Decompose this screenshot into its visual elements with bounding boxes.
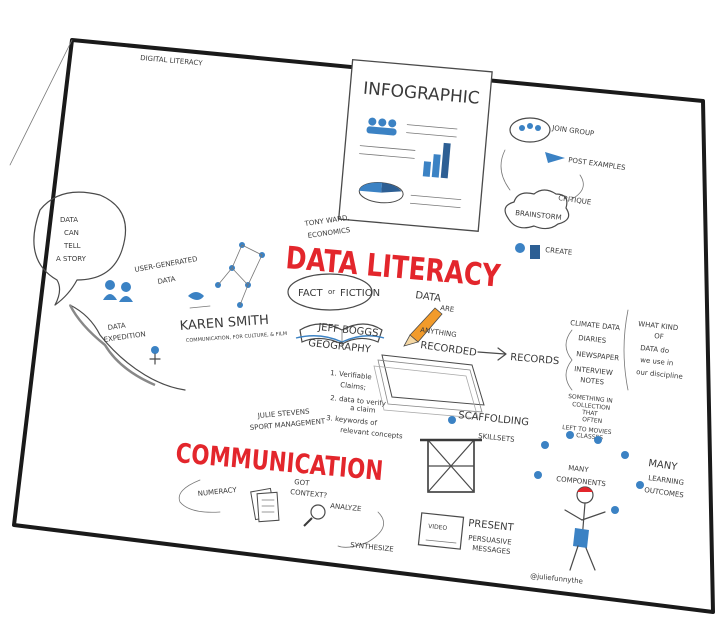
collection-4: OFTEN bbox=[582, 416, 603, 425]
bird-icon bbox=[188, 292, 211, 309]
network-icon bbox=[215, 242, 265, 308]
collection-2: COLLECTION bbox=[572, 401, 611, 412]
pie-chart-icon bbox=[358, 182, 404, 204]
got-context-2: CONTEXT? bbox=[290, 488, 328, 500]
data-recorded-1: DATA bbox=[415, 290, 442, 305]
fact-fiction-bubble: FACT or FICTION bbox=[287, 273, 380, 311]
arrow-to-records bbox=[477, 347, 507, 361]
data-recorded-2: ARE bbox=[440, 304, 455, 314]
records-label: RECORDS bbox=[510, 352, 560, 367]
analyze-loop bbox=[337, 511, 385, 548]
got-context-1: GOT bbox=[294, 478, 311, 488]
bar-chart-icon bbox=[422, 142, 451, 179]
user-generated-line-2: DATA bbox=[157, 275, 176, 286]
question-bracket bbox=[623, 309, 629, 391]
question-4: we use in bbox=[640, 356, 674, 367]
story-line-4: A STORY bbox=[56, 255, 87, 263]
book-icon bbox=[295, 323, 385, 345]
records-brace bbox=[565, 329, 573, 391]
video-icon: VIDEO bbox=[417, 512, 465, 550]
numeracy-loop bbox=[178, 479, 221, 513]
story-bubble: DATA CAN TELL A STORY bbox=[33, 191, 127, 306]
story-line-3: TELL bbox=[63, 242, 81, 250]
scaffold-tower-icon bbox=[420, 416, 482, 493]
infographic-sheet: INFOGRAPHIC bbox=[338, 58, 493, 232]
claim-1b: Claims; bbox=[340, 381, 367, 392]
pencil-icon bbox=[403, 307, 443, 347]
papers-icon bbox=[373, 354, 485, 419]
magnifier-icon bbox=[303, 504, 326, 527]
group-icon bbox=[519, 123, 541, 131]
story-line-2: CAN bbox=[64, 229, 79, 237]
claim-2b: a claim bbox=[350, 404, 376, 415]
record-item-5: NOTES bbox=[580, 376, 605, 387]
components-line-1: MANY bbox=[568, 464, 590, 474]
expedition-line-1: DATA bbox=[107, 322, 126, 332]
juggler-figure bbox=[534, 431, 644, 571]
mountain-icon bbox=[68, 304, 186, 391]
or-label: or bbox=[328, 288, 335, 296]
outcomes-line-1: MANY bbox=[648, 458, 679, 473]
people-icon bbox=[366, 117, 397, 136]
users-icon bbox=[103, 280, 133, 302]
present-label: PRESENT bbox=[468, 518, 515, 534]
fact-label: FACT bbox=[298, 288, 323, 299]
skillsets-label: SKILLSETS bbox=[478, 432, 516, 444]
video-label: VIDEO bbox=[428, 523, 448, 532]
fiction-label: FICTION bbox=[340, 288, 380, 299]
create-icon bbox=[515, 243, 540, 259]
documents-icon bbox=[250, 487, 280, 523]
record-item-2: DIARIES bbox=[578, 334, 607, 345]
karen-smith-name: KAREN SMITH bbox=[179, 313, 269, 334]
collection-6: CLASSES bbox=[576, 432, 604, 442]
question-3: DATA do bbox=[640, 344, 670, 355]
send-arrow-icon bbox=[545, 152, 565, 163]
cloud-icon bbox=[504, 189, 570, 230]
question-2: OF bbox=[654, 332, 664, 341]
analyze-label: ANALYZE bbox=[330, 502, 362, 513]
story-line-1: DATA bbox=[60, 216, 78, 224]
collection-3: THAT bbox=[581, 409, 598, 418]
collection-1: SOMETHING IN bbox=[568, 393, 613, 405]
create-label: CREATE bbox=[545, 246, 573, 257]
